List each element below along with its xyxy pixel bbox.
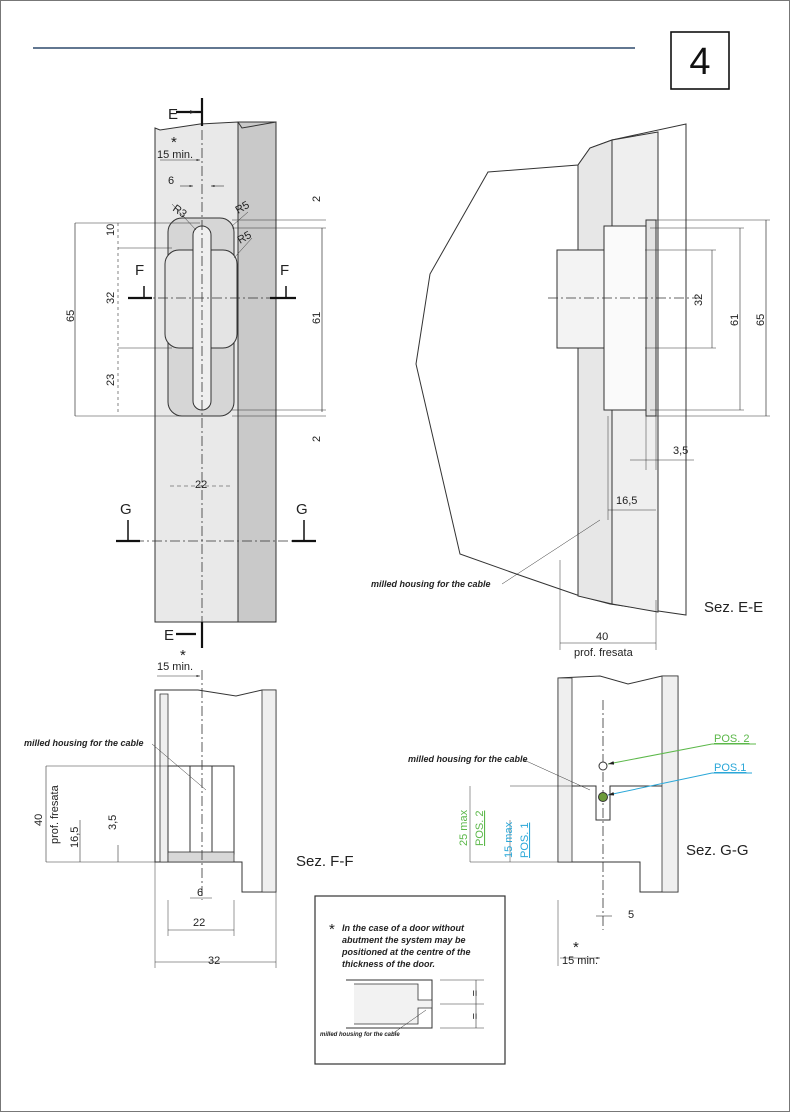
pos2-marker [598, 761, 608, 771]
gg-cable-label: milled housing for the cable [408, 754, 528, 764]
section-gg-title: Sez. G-G [686, 842, 749, 859]
note-eq-2: = [468, 1013, 480, 1019]
section-f-label-right: F [280, 262, 289, 279]
note-box [314, 895, 506, 1065]
front-dim-32: 32 [105, 292, 117, 304]
front-dim-61: 61 [311, 312, 323, 324]
note-eq-1: = [468, 990, 480, 996]
section-f-label-left: F [135, 262, 144, 279]
front-dim-23: 23 [105, 374, 117, 386]
note-cable-label: milled housing for the cable [320, 1032, 400, 1038]
ee-dim-3-5: 3,5 [673, 445, 688, 457]
ee-dim-61: 61 [729, 314, 741, 326]
front-dim-2-top: 2 [311, 196, 323, 202]
ee-dim-65: 65 [755, 314, 767, 326]
ff-star: * [180, 647, 186, 664]
front-star: * [171, 134, 177, 151]
section-ff-title: Sez. F-F [296, 853, 354, 870]
ee-dim-32: 32 [693, 294, 705, 306]
gg-star: * [573, 939, 579, 956]
ff-dim-16-5: 16,5 [69, 827, 81, 848]
front-dim-10: 10 [105, 224, 117, 236]
gg-pos1-label: POS.1 [714, 762, 746, 774]
section-e-label-bottom: E [164, 627, 174, 644]
front-dim-2-bottom: 2 [311, 436, 323, 442]
note-line-1: In the case of a door without [342, 923, 465, 933]
note-line-2: abutment the system may be [342, 935, 466, 945]
front-dim-15min: 15 min. [157, 149, 193, 161]
front-dim-65: 65 [65, 310, 77, 322]
gg-dim-25max: 25 max [458, 809, 470, 846]
ff-dim-15min: 15 min. [157, 661, 193, 673]
ff-dim-3-5: 3,5 [107, 815, 119, 830]
front-dim-22: 22 [195, 479, 207, 491]
note-star: * [329, 921, 335, 938]
page-number-box [670, 31, 730, 90]
gg-pos2-label: POS. 2 [714, 733, 749, 745]
gg-pos2-vertical: POS. 2 [474, 811, 486, 846]
ff-dim-22: 22 [193, 917, 205, 929]
ff-label-prof-fresata: prof. fresata [49, 784, 61, 844]
section-e-label-top: E [168, 106, 178, 123]
note-line-3: positioned at the centre of the [341, 947, 471, 957]
gg-dim-5: 5 [628, 909, 634, 921]
section-g-label-right: G [296, 501, 308, 518]
ee-dim-40: 40 [596, 631, 608, 643]
section-ee-title: Sez. E-E [704, 599, 763, 616]
gg-dim-15max: 15 max [503, 821, 515, 858]
ee-label-prof-fresata: prof. fresata [574, 647, 634, 659]
gg-pos1-vertical: POS. 1 [519, 823, 531, 858]
front-view [74, 98, 326, 648]
ff-dim-6: 6 [197, 887, 203, 899]
section-g-label-left: G [120, 501, 132, 518]
note-line-4: thickness of the door. [342, 959, 435, 969]
section-ee [415, 123, 770, 650]
pos1-marker [598, 792, 608, 802]
ee-cable-label: milled housing for the cable [371, 579, 491, 589]
page-number: 4 [689, 41, 710, 83]
ff-dim-32: 32 [208, 955, 220, 967]
ee-dim-16-5: 16,5 [616, 495, 637, 507]
front-dim-6: 6 [168, 175, 174, 187]
section-gg [469, 675, 756, 966]
ff-dim-40: 40 [33, 814, 45, 826]
ff-cable-label: milled housing for the cable [24, 738, 144, 748]
gg-dim-15min: 15 min. [562, 955, 598, 967]
section-ff [45, 670, 277, 968]
